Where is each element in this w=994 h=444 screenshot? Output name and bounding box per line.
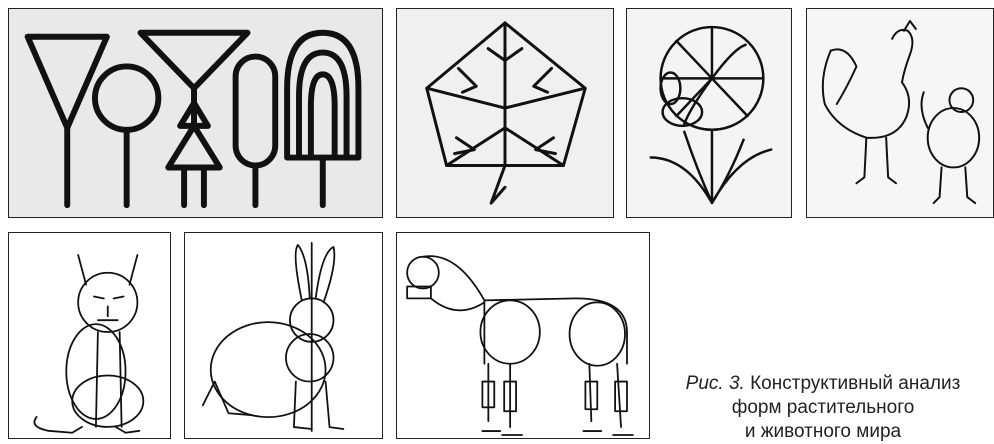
panel-flower [626, 8, 792, 218]
caption-line-2: форм растительного [652, 396, 994, 420]
caption-line-1: Рис. 3. Конструктивный анализ [652, 372, 994, 396]
panel-maple-leaf [396, 8, 614, 218]
panel-rabbit [184, 232, 383, 439]
panel-horse [396, 232, 650, 439]
panel-stylized-trees [8, 8, 383, 218]
horse-drawing [397, 233, 649, 438]
roosters-drawing [807, 9, 993, 217]
flower-drawing [627, 9, 791, 217]
stylized-trees-drawing [9, 9, 382, 217]
figure-label: Рис. 3. [686, 373, 745, 394]
panel-roosters [806, 8, 994, 218]
caption-text-1: Конструктивный анализ [750, 373, 960, 394]
figure-caption: Рис. 3. Конструктивный анализ форм расти… [652, 372, 994, 444]
rabbit-drawing [185, 233, 382, 438]
cat-drawing [9, 233, 170, 438]
panel-cat [8, 232, 171, 439]
caption-line-3: и животного мира [652, 420, 994, 444]
maple-leaf-drawing [397, 9, 613, 217]
